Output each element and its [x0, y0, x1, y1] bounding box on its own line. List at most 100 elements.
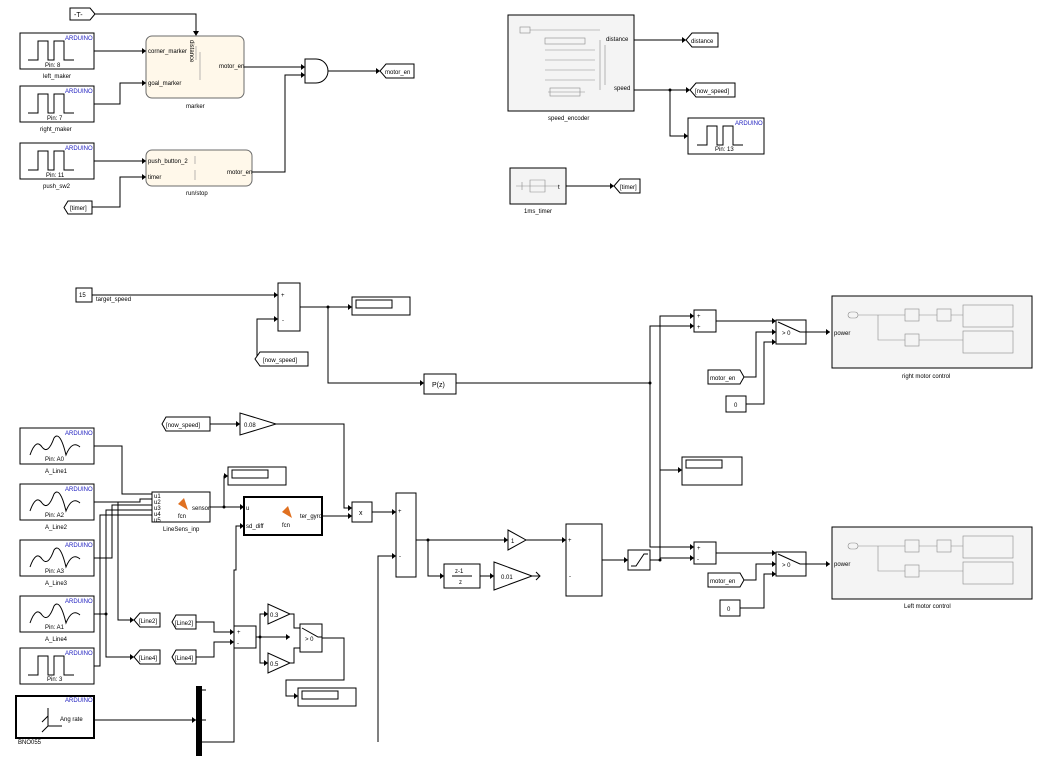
svg-text:Pin: 11: Pin: 11 — [46, 173, 65, 179]
a-line4-block[interactable]: ARDUINO Pin: A1 A_Line4 — [19, 595, 95, 643]
goto-motor-en[interactable]: motor_en — [379, 63, 415, 79]
speed-encoder-subsystem[interactable]: distance speed speed_encoder — [507, 14, 635, 122]
switch-right[interactable]: > 0 — [775, 319, 807, 345]
svg-text:motor_en: motor_en — [710, 376, 735, 382]
goto-line4[interactable]: [Line4] — [133, 649, 161, 665]
svg-text:LineSens_inp: LineSens_inp — [163, 527, 200, 533]
const-0-right[interactable]: 0 — [725, 395, 747, 413]
from-line4[interactable]: [Line4] — [171, 649, 197, 665]
linesens-fcn-block[interactable]: u1 u2 u3 u4 u5 fcn sensor LineSens_inp — [151, 491, 211, 533]
svg-text:[Line2]: [Line2] — [139, 619, 157, 625]
a-line2-block[interactable]: ARDUINO Pin: A2 A_Line2 — [19, 483, 95, 531]
goto-line2[interactable]: [Line2] — [133, 612, 161, 628]
pulse-icon — [28, 150, 74, 171]
svg-text:speed: speed — [614, 86, 630, 92]
svg-text:[Line4]: [Line4] — [175, 656, 193, 662]
sum-speed[interactable]: + - — [277, 282, 301, 332]
svg-text:[Line2]: [Line2] — [175, 621, 193, 627]
sum-line-diff[interactable]: + - — [233, 625, 257, 649]
gain-03[interactable]: 0.3 — [267, 603, 292, 625]
switch-left[interactable]: > 0 — [775, 551, 807, 577]
goto-now-speed[interactable]: [now_speed] — [689, 82, 736, 98]
gain-05[interactable]: 0.5 — [267, 652, 292, 674]
left-maker-block[interactable]: ARDUINO Pin: 8 left_maker — [19, 32, 95, 80]
svg-text:goal_marker: goal_marker — [148, 81, 181, 87]
from-timer[interactable]: [timer] — [63, 200, 93, 215]
svg-text:motor_en: motor_en — [227, 170, 252, 176]
goto-timer[interactable]: [timer] — [613, 178, 641, 194]
svg-text:push_sw2: push_sw2 — [43, 184, 71, 190]
goto-distance[interactable]: distance — [685, 32, 719, 48]
gain-008[interactable]: 0.08 — [239, 412, 278, 436]
from-tag-T[interactable]: -T- — [69, 7, 96, 21]
svg-text:+: + — [697, 325, 701, 331]
from-line2[interactable]: [Line2] — [171, 614, 197, 630]
from-motor-en-left[interactable]: motor_en — [707, 572, 745, 588]
svg-text:-: - — [399, 554, 401, 560]
output-display — [681, 456, 743, 486]
sum-left[interactable]: + - — [693, 541, 717, 565]
const-0-left[interactable]: 0 — [719, 599, 741, 617]
analog-wave-icon — [29, 603, 81, 625]
gain-001[interactable]: 0.01 — [493, 561, 534, 591]
svg-text:Pin: 3: Pin: 3 — [47, 677, 63, 683]
a-line1-block[interactable]: ARDUINO Pin: A0 A_Line1 — [19, 427, 95, 475]
analog-wave-icon — [29, 491, 81, 513]
a-line3-block[interactable]: ARDUINO Pin: A3 A_Line3 — [19, 539, 95, 587]
push-sw2-block[interactable]: ARDUINO Pin: 11 push_sw2 — [19, 142, 95, 190]
svg-text:> 0: > 0 — [782, 563, 791, 569]
svg-text:u1: u1 — [154, 494, 161, 500]
sum-steer[interactable]: + - — [395, 492, 417, 578]
sum-right[interactable]: + + — [693, 309, 717, 333]
marker-chart[interactable]: corner_marker goal_marker motor_en dista… — [145, 35, 245, 110]
from-now-speed[interactable]: [now_speed] — [161, 416, 211, 432]
target-speed-const[interactable]: 15 target_speed — [75, 287, 131, 303]
pin13-output-block[interactable]: ARDUINO Pin: 13 — [687, 117, 765, 155]
svg-text:P(z): P(z) — [432, 382, 445, 389]
gain-1[interactable]: 1 — [507, 529, 528, 551]
right-maker-block[interactable]: ARDUINO Pin: 7 right_maker — [19, 85, 95, 133]
svg-text:power: power — [834, 331, 850, 337]
mux-bar[interactable] — [196, 686, 202, 756]
pid-controller[interactable]: P(z) — [423, 373, 457, 395]
product-block[interactable]: x — [351, 501, 373, 523]
bno055-block[interactable]: ARDUINO Ang rate BNO055 — [15, 695, 95, 746]
timer-1ms-subsystem[interactable]: t 1ms_timer — [509, 167, 567, 215]
svg-text:Pin: 8: Pin: 8 — [45, 63, 61, 69]
saturation-block[interactable] — [627, 549, 651, 571]
svg-text:ARDUINO: ARDUINO — [65, 431, 93, 437]
svg-text:0.01: 0.01 — [501, 575, 513, 581]
svg-text:+: + — [398, 509, 402, 515]
discrete-derivative[interactable]: z-1 z — [443, 563, 481, 589]
svg-text:15: 15 — [79, 293, 86, 299]
and-gate[interactable] — [304, 58, 329, 84]
speed-display — [351, 296, 411, 316]
filter-fcn-block[interactable]: u sd_diff fcn ter_gyro — [243, 496, 323, 536]
svg-text:z-1: z-1 — [455, 569, 464, 575]
svg-text:u5: u5 — [154, 518, 161, 524]
svg-text:-: - — [697, 557, 699, 563]
svg-text:+: + — [281, 293, 285, 299]
svg-text:-: - — [237, 641, 239, 647]
switch-line[interactable]: > 0 — [299, 623, 323, 653]
right-motor-subsystem[interactable]: power right motor control — [831, 295, 1033, 380]
from-motor-en-right[interactable]: motor_en — [707, 369, 745, 385]
svg-text:A_Line1: A_Line1 — [45, 469, 68, 475]
svg-text:[now_speed]: [now_speed] — [166, 423, 200, 429]
left-motor-subsystem[interactable]: power Left motor control — [831, 526, 1033, 610]
svg-text:-: - — [569, 574, 571, 580]
runstop-chart[interactable]: push_button_2 timer motor_en run/stop — [145, 149, 253, 197]
svg-text:> 0: > 0 — [782, 331, 791, 337]
svg-text:+: + — [568, 538, 572, 544]
matlab-icon — [282, 506, 292, 518]
svg-text:[timer]: [timer] — [620, 185, 637, 191]
pin3-input-block[interactable]: ARDUINO Pin: 3 — [19, 647, 95, 685]
svg-text:sensor: sensor — [192, 506, 210, 512]
svg-text:motor_en: motor_en — [710, 579, 735, 585]
svg-text:fcn: fcn — [178, 514, 186, 520]
svg-text:distance: distance — [188, 40, 194, 63]
svg-text:+: + — [697, 314, 701, 320]
svg-text:Pin: A3: Pin: A3 — [45, 569, 65, 575]
from-now-speed-top[interactable]: [now_speed] — [254, 351, 309, 367]
sum-output[interactable]: + - — [565, 523, 603, 597]
